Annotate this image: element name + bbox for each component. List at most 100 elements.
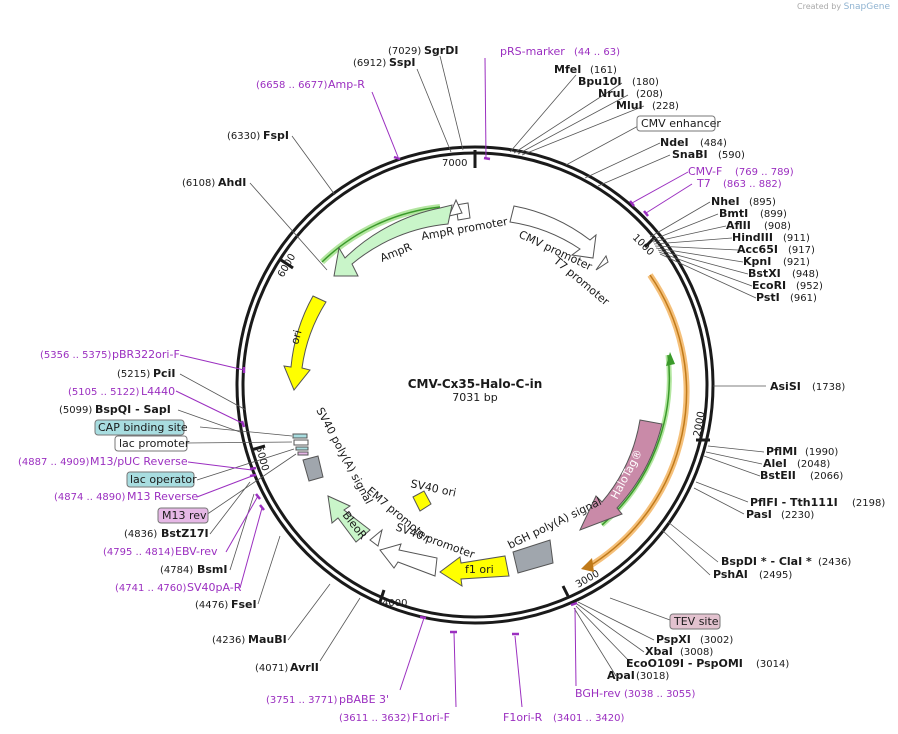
site-fsei: (4476) FseI bbox=[195, 598, 257, 611]
primer-m13-reverse: (4874 .. 4890) M13 Reverse bbox=[54, 490, 198, 503]
site-name: BmtI bbox=[719, 207, 748, 220]
site-name: SnaBI bbox=[672, 148, 708, 161]
site-name: EcoRI bbox=[752, 279, 786, 292]
primer-range: (6658 .. 6677) bbox=[256, 80, 328, 91]
site-name: NruI bbox=[598, 87, 625, 100]
site-name: NheI bbox=[711, 195, 740, 208]
site-alei: AleI (2048) bbox=[763, 457, 830, 470]
primer-name: SV40pA-R bbox=[187, 581, 242, 594]
site-name: AflII bbox=[726, 219, 751, 232]
site-name: BspDI * - ClaI * bbox=[721, 555, 812, 568]
site-name: PflMI bbox=[766, 445, 797, 458]
site-ndei: NdeI (484) bbox=[660, 136, 727, 149]
primer-name: pBR322ori-F bbox=[112, 348, 180, 361]
site-pos: (3018) bbox=[636, 671, 669, 682]
site-nhei: NheI (895) bbox=[711, 195, 776, 208]
site-fspi: (6330) FspI bbox=[227, 129, 289, 142]
site-name: AhdI bbox=[218, 176, 246, 189]
site-pos: (4476) bbox=[195, 600, 228, 611]
site-pos: (3008) bbox=[680, 647, 713, 658]
site-acc65i: Acc65I (917) bbox=[737, 243, 815, 256]
restriction-site-labels: (7029) SgrDI (6912) SspI MfeI (161) Bpu1… bbox=[59, 44, 885, 682]
site-pos: (208) bbox=[636, 89, 663, 100]
site-pspxi: PspXI (3002) bbox=[656, 633, 733, 646]
em7-promoter-arrow bbox=[369, 528, 383, 547]
site-bstxi: BstXI (948) bbox=[748, 267, 819, 280]
site-pos: (948) bbox=[792, 269, 819, 280]
cmv-enhancer-box: CMV enhancer bbox=[636, 115, 721, 132]
site-pos: (6330) bbox=[227, 131, 260, 142]
primer-lines bbox=[175, 57, 693, 708]
site-bsmi: (4784) BsmI bbox=[160, 563, 228, 576]
site-pos: (961) bbox=[790, 293, 817, 304]
halotag-arrow bbox=[579, 419, 663, 531]
box-label: CMV enhancer bbox=[641, 117, 721, 130]
leader-lines bbox=[177, 55, 766, 677]
site-pos: (4071) bbox=[255, 663, 288, 674]
site-pos: (895) bbox=[749, 197, 776, 208]
site-name: FspI bbox=[263, 129, 289, 142]
ori-arrow bbox=[283, 295, 327, 391]
lac-operator-mark bbox=[295, 446, 309, 451]
primer-range: (4741 .. 4760) bbox=[115, 583, 187, 594]
site-avrii: (4071) AvrII bbox=[255, 661, 319, 674]
site-bspdi: BspDI * - ClaI * (2436) bbox=[721, 555, 851, 568]
site-sspi: (6912) SspI bbox=[353, 56, 415, 69]
primer-amp-r: (6658 .. 6677) Amp-R bbox=[256, 78, 365, 91]
site-name: BstXI bbox=[748, 267, 781, 280]
primer-range: (3751 .. 3771) bbox=[266, 695, 338, 706]
site-pos: (911) bbox=[783, 233, 810, 244]
primer-name: L4440 bbox=[141, 385, 175, 398]
site-name: SspI bbox=[389, 56, 415, 69]
site-name: HindIII bbox=[732, 231, 773, 244]
site-pos: (590) bbox=[718, 150, 745, 161]
plasmid-name: CMV-Cx35-Halo-C-in bbox=[408, 377, 543, 391]
cap-binding-site-box: CAP binding site bbox=[94, 419, 188, 436]
site-pshai: PshAI (2495) bbox=[713, 568, 792, 581]
site-name: XbaI bbox=[645, 645, 673, 658]
site-nrui: NruI (208) bbox=[598, 87, 663, 100]
site-pos: (3002) bbox=[700, 635, 733, 646]
snapgene-watermark: Created by SnapGene bbox=[797, 2, 890, 12]
site-name: FseI bbox=[231, 598, 257, 611]
site-pos: (917) bbox=[788, 245, 815, 256]
box-label: TEV site bbox=[673, 615, 719, 628]
site-kpni: KpnI (921) bbox=[743, 255, 810, 268]
site-name: MfeI bbox=[554, 63, 581, 76]
plasmid-length: 7031 bp bbox=[452, 391, 497, 404]
site-ecoo109i: EcoO109I - PspOMI (3014) bbox=[626, 657, 789, 670]
site-name: BspQI - SapI bbox=[95, 403, 171, 416]
f1-ori-arrow bbox=[439, 555, 510, 588]
site-name: BstEII bbox=[760, 469, 796, 482]
primer-name: F1ori-R bbox=[503, 711, 543, 724]
created-by-text: Created by bbox=[797, 2, 842, 11]
site-xbai: XbaI (3008) bbox=[645, 645, 713, 658]
site-pflfi: PflFI - Tth111I (2198) bbox=[750, 496, 885, 509]
site-pos: (908) bbox=[764, 221, 791, 232]
m13-rev-box: M13 rev bbox=[157, 507, 209, 524]
site-name: MauBI bbox=[248, 633, 287, 646]
site-name: MluI bbox=[616, 99, 643, 112]
site-pos: (6912) bbox=[353, 58, 386, 69]
primer-name: pBABE 3' bbox=[339, 693, 389, 706]
site-bstz17i: (4836) BstZ17I bbox=[124, 527, 209, 540]
site-name: PspXI bbox=[656, 633, 691, 646]
site-name: BsmI bbox=[197, 563, 228, 576]
primer-range: (769 .. 789) bbox=[735, 167, 794, 178]
site-pos: (3014) bbox=[756, 659, 789, 670]
feature-arrows bbox=[283, 198, 663, 588]
primer-name: F1ori-F bbox=[412, 711, 450, 724]
primer-name: BGH-rev bbox=[575, 687, 621, 700]
primer-marks bbox=[240, 155, 649, 636]
primer-range: (5356 .. 5375) bbox=[40, 350, 112, 361]
site-ecori: EcoRI (952) bbox=[752, 279, 823, 292]
site-pos: (6108) bbox=[182, 178, 215, 189]
site-name: AvrII bbox=[290, 661, 319, 674]
primer-range: (4795 .. 4814) bbox=[103, 547, 175, 558]
site-asisi: AsiSI (1738) bbox=[770, 380, 845, 393]
orf-arc-orange-line bbox=[587, 274, 688, 568]
cap-site-mark bbox=[292, 433, 308, 439]
primer-range: (4874 .. 4890) bbox=[54, 492, 126, 503]
snapgene-logo-text: SnapGene bbox=[843, 2, 890, 12]
